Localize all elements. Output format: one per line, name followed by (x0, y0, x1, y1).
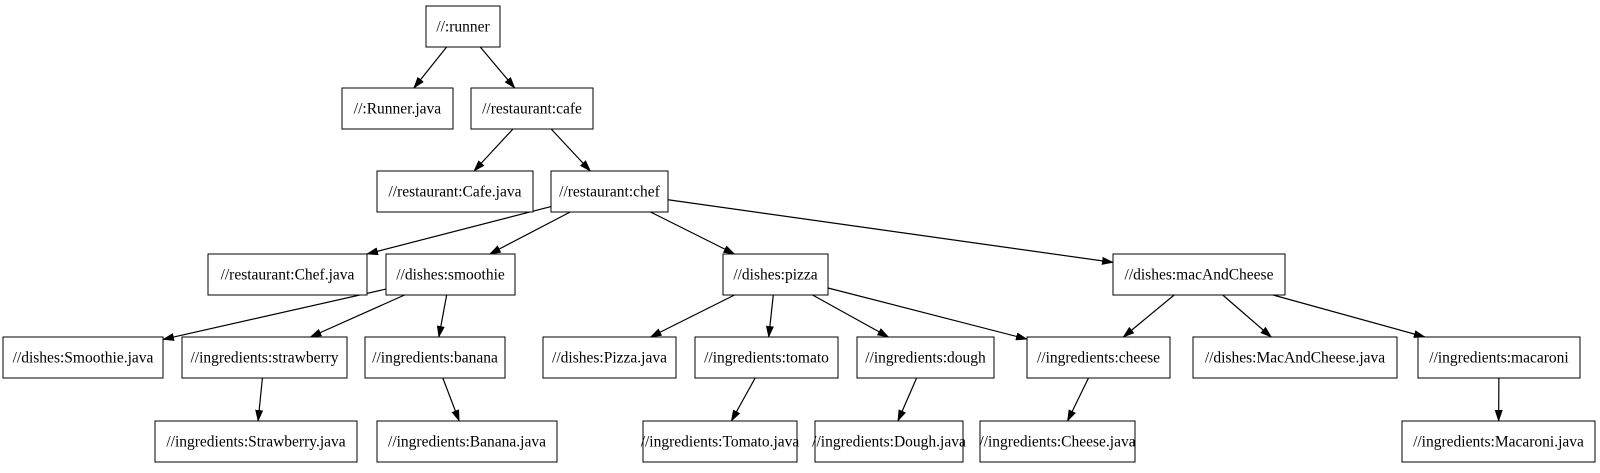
graph-node-strawberry-java: //ingredients:Strawberry.java (155, 421, 357, 462)
graph-edge-mac-and-cheese-to-mac-and-cheese-java (1223, 295, 1272, 337)
graph-node-banana: //ingredients:banana (365, 337, 505, 378)
graph-edge-pizza-to-cheese (828, 288, 1027, 339)
graph-edge-runner-to-runner-java (414, 47, 447, 88)
graph-node-label-banana: //ingredients:banana (372, 350, 498, 367)
graph-node-label-smoothie: //dishes:smoothie (396, 267, 505, 284)
graph-edge-chef-to-pizza (651, 212, 735, 254)
graph-node-mac-and-cheese: //dishes:macAndCheese (1113, 254, 1285, 295)
graph-node-chef: //restaurant:chef (551, 171, 668, 212)
graph-node-smoothie-java: //dishes:Smoothie.java (3, 337, 163, 378)
graph-node-runner-java: //:Runner.java (342, 88, 453, 129)
graph-node-label-cafe-java: //restaurant:Cafe.java (389, 184, 522, 201)
graph-node-label-dough: //ingredients:dough (865, 350, 986, 367)
graph-node-cafe: //restaurant:cafe (471, 88, 593, 129)
graph-node-label-tomato: //ingredients:tomato (704, 350, 829, 367)
graph-node-label-dough-java: //ingredients:Dough.java (812, 434, 966, 451)
graph-edge-smoothie-to-banana (439, 295, 447, 337)
graph-node-label-tomato-java: //ingredients:Tomato.java (641, 434, 800, 451)
graph-node-label-mac-and-cheese-java: //dishes:MacAndCheese.java (1205, 350, 1385, 367)
graph-node-pizza-java: //dishes:Pizza.java (543, 337, 676, 378)
graph-edge-pizza-to-dough (813, 295, 889, 337)
graph-node-label-smoothie-java: //dishes:Smoothie.java (13, 350, 154, 367)
graph-node-chef-java: //restaurant:Chef.java (208, 254, 367, 295)
graph-node-label-pizza: //dishes:pizza (733, 267, 817, 284)
graph-node-label-strawberry: //ingredients:strawberry (190, 350, 338, 367)
graph-edge-runner-to-cafe (480, 47, 515, 88)
graph-node-macaroni-java: //ingredients:Macaroni.java (1402, 421, 1595, 462)
graph-node-cheese-java: //ingredients:Cheese.java (979, 421, 1135, 462)
graph-edge-mac-and-cheese-to-macaroni (1273, 295, 1425, 337)
graph-edge-banana-to-banana-java (443, 378, 459, 421)
graph-node-runner: //:runner (426, 6, 500, 47)
graph-node-label-banana-java: //ingredients:Banana.java (388, 434, 546, 451)
graph-node-label-runner: //:runner (436, 19, 490, 36)
graph-edge-smoothie-to-strawberry (310, 295, 404, 337)
graph-node-tomato-java: //ingredients:Tomato.java (641, 421, 800, 462)
graph-node-label-cheese-java: //ingredients:Cheese.java (979, 434, 1135, 451)
graph-node-label-cheese: //ingredients:cheese (1037, 350, 1160, 367)
graph-edge-dough-to-dough-java (898, 378, 917, 421)
graph-edge-mac-and-cheese-to-cheese (1123, 295, 1174, 337)
graph-node-mac-and-cheese-java: //dishes:MacAndCheese.java (1193, 337, 1397, 378)
graph-edge-strawberry-to-strawberry-java (258, 378, 262, 421)
graph-node-smoothie: //dishes:smoothie (386, 254, 515, 295)
graph-edge-cafe-to-cafe-java (474, 129, 513, 171)
graph-node-label-chef: //restaurant:chef (559, 184, 661, 201)
graph-node-macaroni: //ingredients:macaroni (1418, 337, 1580, 378)
graph-node-label-strawberry-java: //ingredients:Strawberry.java (166, 434, 345, 451)
graph-edge-smoothie-to-smoothie-java (163, 289, 386, 339)
graph-node-banana-java: //ingredients:Banana.java (377, 421, 557, 462)
graph-node-cafe-java: //restaurant:Cafe.java (377, 171, 533, 212)
graph-node-label-pizza-java: //dishes:Pizza.java (552, 350, 667, 367)
graph-edge-cafe-to-chef (551, 129, 590, 171)
graph-node-label-mac-and-cheese: //dishes:macAndCheese (1125, 267, 1274, 284)
node-layer: //:runner //:Runner.java //restaurant:cafe… (3, 6, 1595, 462)
graph-node-pizza: //dishes:pizza (723, 254, 828, 295)
graph-node-label-runner-java: //:Runner.java (354, 101, 442, 118)
graph-edge-chef-to-mac-and-cheese (668, 200, 1113, 263)
graph-node-label-chef-java: //restaurant:Chef.java (221, 267, 355, 284)
graph-node-tomato: //ingredients:tomato (695, 337, 838, 378)
graph-node-label-macaroni-java: //ingredients:Macaroni.java (1413, 434, 1584, 451)
graph-edge-pizza-to-pizza-java (651, 295, 735, 337)
graph-node-cheese: //ingredients:cheese (1027, 337, 1170, 378)
graph-edge-tomato-to-tomato-java (731, 378, 755, 421)
graph-node-label-cafe: //restaurant:cafe (482, 101, 582, 118)
graph-edge-chef-to-chef-java (367, 207, 551, 254)
graph-node-label-macaroni: //ingredients:macaroni (1429, 350, 1569, 367)
graph-node-dough-java: //ingredients:Dough.java (812, 421, 966, 462)
graph-edge-pizza-to-tomato (769, 295, 774, 337)
graph-node-strawberry: //ingredients:strawberry (182, 337, 347, 378)
graph-edge-cheese-to-cheese-java (1068, 378, 1089, 421)
graph-edge-chef-to-smoothie (490, 212, 570, 254)
graph-node-dough: //ingredients:dough (857, 337, 994, 378)
